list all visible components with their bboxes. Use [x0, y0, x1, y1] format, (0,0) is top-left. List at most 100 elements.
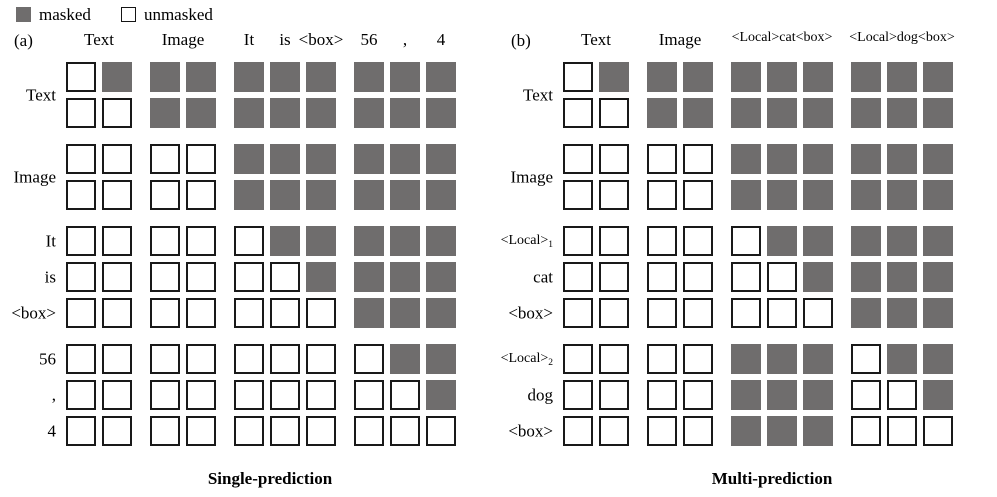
mask-cell-a-r3-c8 — [390, 180, 420, 210]
column-header-a-5: 56 — [360, 30, 378, 49]
mask-cell-a-r6-c7 — [354, 298, 384, 328]
mask-cell-b-r8-c7 — [851, 380, 881, 410]
mask-cell-a-r9-c8 — [390, 416, 420, 446]
mask-cell-b-r4-c5 — [767, 226, 797, 256]
mask-cell-a-r1-c5 — [270, 98, 300, 128]
mask-cell-a-r5-c1 — [102, 262, 132, 292]
mask-cell-a-r4-c0 — [66, 226, 96, 256]
row-label-b-0: Text — [523, 85, 553, 105]
mask-cell-a-r5-c5 — [270, 262, 300, 292]
filled-square-icon — [16, 6, 31, 22]
mask-cell-a-r0-c1 — [102, 62, 132, 92]
mask-cell-a-r7-c0 — [66, 344, 96, 374]
column-header-a-1: Image — [161, 30, 205, 49]
mask-cell-a-r7-c2 — [150, 344, 180, 374]
mask-cell-a-r4-c3 — [186, 226, 216, 256]
mask-cell-b-r3-c5 — [767, 180, 797, 210]
mask-cell-b-r4-c4 — [731, 226, 761, 256]
legend: masked unmasked — [16, 2, 213, 26]
mask-cell-b-r6-c7 — [851, 298, 881, 328]
mask-cell-a-r4-c6 — [306, 226, 336, 256]
column-header-a-0: Text — [84, 30, 114, 49]
mask-cell-b-r2-c6 — [803, 144, 833, 174]
row-label-a-4: It — [45, 231, 56, 251]
column-header-a-6: , — [402, 30, 408, 49]
mask-cell-a-r7-c1 — [102, 344, 132, 374]
column-header-a-4: <box> — [298, 30, 344, 49]
legend-label-masked: masked — [39, 4, 91, 24]
mask-cell-a-r6-c3 — [186, 298, 216, 328]
mask-cell-a-r1-c9 — [426, 98, 456, 128]
mask-cell-b-r8-c9 — [923, 380, 953, 410]
mask-cell-a-r4-c7 — [354, 226, 384, 256]
mask-cell-b-r9-c8 — [887, 416, 917, 446]
mask-cell-b-r6-c6 — [803, 298, 833, 328]
mask-cell-b-r7-c7 — [851, 344, 881, 374]
mask-cell-a-r0-c6 — [306, 62, 336, 92]
row-label-b-9: <box> — [508, 421, 553, 441]
mask-cell-b-r3-c0 — [563, 180, 593, 210]
mask-cell-b-r2-c8 — [887, 144, 917, 174]
mask-cell-b-r5-c9 — [923, 262, 953, 292]
mask-cell-a-r5-c9 — [426, 262, 456, 292]
mask-cell-a-r4-c5 — [270, 226, 300, 256]
mask-cell-b-r2-c3 — [683, 144, 713, 174]
mask-cell-b-r4-c9 — [923, 226, 953, 256]
mask-cell-b-r8-c2 — [647, 380, 677, 410]
mask-cell-b-r5-c3 — [683, 262, 713, 292]
panel-tag-b: (b) — [511, 31, 531, 50]
mask-cell-a-r0-c2 — [150, 62, 180, 92]
mask-cell-a-r3-c3 — [186, 180, 216, 210]
mask-cell-a-r2-c6 — [306, 144, 336, 174]
mask-cell-b-r6-c2 — [647, 298, 677, 328]
mask-cell-a-r1-c6 — [306, 98, 336, 128]
mask-cell-a-r8-c1 — [102, 380, 132, 410]
mask-cell-b-r7-c4 — [731, 344, 761, 374]
mask-cell-b-r4-c7 — [851, 226, 881, 256]
mask-cell-a-r3-c0 — [66, 180, 96, 210]
mask-cell-b-r4-c1 — [599, 226, 629, 256]
legend-item-unmasked: unmasked — [120, 6, 213, 23]
row-label-b-7: <Local>2 — [500, 351, 553, 369]
mask-cell-b-r1-c5 — [767, 98, 797, 128]
mask-cell-b-r9-c4 — [731, 416, 761, 446]
row-label-b-5: cat — [533, 267, 553, 287]
row-label-a-6: <box> — [11, 303, 56, 323]
mask-cell-b-r5-c8 — [887, 262, 917, 292]
mask-cell-b-r0-c9 — [923, 62, 953, 92]
mask-cell-b-r0-c8 — [887, 62, 917, 92]
mask-cell-a-r2-c2 — [150, 144, 180, 174]
mask-cell-b-r9-c1 — [599, 416, 629, 446]
mask-cell-b-r3-c3 — [683, 180, 713, 210]
mask-cell-a-r2-c8 — [390, 144, 420, 174]
mask-cell-a-r8-c4 — [234, 380, 264, 410]
mask-cell-a-r8-c3 — [186, 380, 216, 410]
mask-cell-a-r1-c3 — [186, 98, 216, 128]
legend-item-masked: masked — [16, 6, 91, 23]
mask-cell-a-r6-c0 — [66, 298, 96, 328]
mask-cell-a-r3-c7 — [354, 180, 384, 210]
mask-cell-b-r1-c6 — [803, 98, 833, 128]
mask-cell-a-r9-c5 — [270, 416, 300, 446]
mask-cell-b-r7-c1 — [599, 344, 629, 374]
mask-cell-a-r8-c7 — [354, 380, 384, 410]
mask-cell-b-r8-c5 — [767, 380, 797, 410]
mask-cell-a-r9-c9 — [426, 416, 456, 446]
mask-cell-b-r3-c2 — [647, 180, 677, 210]
mask-cell-a-r3-c1 — [102, 180, 132, 210]
mask-cell-a-r2-c3 — [186, 144, 216, 174]
mask-cell-a-r7-c7 — [354, 344, 384, 374]
mask-cell-a-r9-c3 — [186, 416, 216, 446]
mask-cell-a-r2-c5 — [270, 144, 300, 174]
mask-cell-a-r6-c6 — [306, 298, 336, 328]
row-label-a-0: Text — [26, 85, 56, 105]
mask-cell-a-r4-c8 — [390, 226, 420, 256]
mask-cell-b-r1-c4 — [731, 98, 761, 128]
mask-cell-a-r1-c8 — [390, 98, 420, 128]
row-label-a-2: Image — [13, 167, 56, 187]
mask-cell-b-r8-c3 — [683, 380, 713, 410]
mask-cell-b-r9-c0 — [563, 416, 593, 446]
column-header-b-3: <Local>dog<box> — [849, 30, 955, 45]
mask-cell-b-r8-c8 — [887, 380, 917, 410]
mask-cell-a-r4-c9 — [426, 226, 456, 256]
